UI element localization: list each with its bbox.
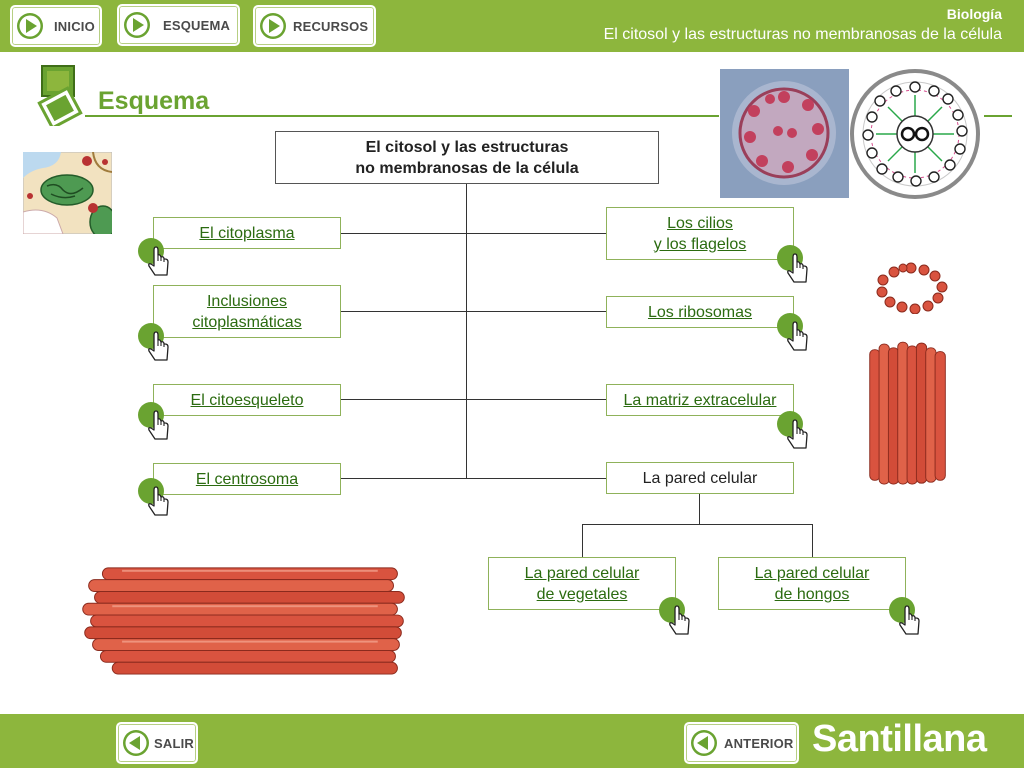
connector-trunk xyxy=(466,183,467,479)
pared-vegetales-line-2: de vegetales xyxy=(536,585,628,603)
microtubule-bundle-image xyxy=(80,560,410,678)
pared-celular-box: La pared celular xyxy=(606,462,794,494)
hand-pointer-icon[interactable] xyxy=(776,411,812,453)
recursos-button[interactable]: RECURSOS xyxy=(253,5,376,47)
pared-hongos-line-1: La pared celular xyxy=(754,564,870,582)
cell-cytoplasm-image xyxy=(23,152,112,234)
title-rule-right xyxy=(984,115,1012,117)
cilios-label-line-2: y los flagelos xyxy=(653,235,747,253)
play-arrow-icon xyxy=(123,11,151,39)
microtubule-vertical-image xyxy=(866,335,950,495)
hand-pointer-icon[interactable] xyxy=(137,402,173,444)
scheme-root-line-2: no membranosas de la célula xyxy=(355,159,579,177)
inicio-button[interactable]: INICIO xyxy=(10,5,102,47)
inicio-label: INICIO xyxy=(54,18,95,34)
citoesqueleto-label: El citoesqueleto xyxy=(190,391,304,409)
cilium-diagram-image xyxy=(850,69,980,199)
connector-pared-stem xyxy=(699,493,700,524)
esquema-label: ESQUEMA xyxy=(163,17,231,33)
subject-name: Biología xyxy=(946,6,1002,22)
play-arrow-icon xyxy=(259,12,287,40)
inclusiones-label-line-2: citoplasmáticas xyxy=(192,313,302,331)
hand-pointer-icon[interactable] xyxy=(137,238,173,280)
citoplasma-link[interactable]: El citoplasma xyxy=(153,217,341,249)
back-arrow-icon xyxy=(690,729,718,757)
anterior-button[interactable]: ANTERIOR xyxy=(684,722,799,764)
pared-hongos-link[interactable]: La pared celular de hongos xyxy=(718,557,906,610)
tubulin-ring-image xyxy=(876,262,948,314)
pared-vegetales-link[interactable]: La pared celular de vegetales xyxy=(488,557,676,610)
centrosoma-label: El centrosoma xyxy=(195,470,299,488)
hand-pointer-icon[interactable] xyxy=(776,245,812,287)
scheme-root-line-1: El citosol y las estructuras xyxy=(365,138,569,156)
hand-pointer-icon[interactable] xyxy=(137,478,173,520)
pared-hongos-line-2: de hongos xyxy=(774,585,850,603)
anterior-label: ANTERIOR xyxy=(724,735,794,751)
unit-title: El citosol y las estructuras no membrano… xyxy=(603,26,1002,43)
page-title: Esquema xyxy=(98,87,210,115)
pared-vegetales-line-1: La pared celular xyxy=(524,564,640,582)
matriz-extracelular-link[interactable]: La matriz extracelular xyxy=(606,384,794,416)
centrosoma-link[interactable]: El centrosoma xyxy=(153,463,341,495)
santillana-logo: Santillana xyxy=(812,718,987,760)
title-rule xyxy=(85,115,719,117)
citoplasma-label: El citoplasma xyxy=(199,224,295,242)
pared-celular-label: La pared celular xyxy=(642,469,758,487)
esquema-button[interactable]: ESQUEMA xyxy=(117,4,240,46)
inclusiones-label-line-1: Inclusiones xyxy=(206,292,288,310)
matriz-label: La matriz extracelular xyxy=(623,391,777,409)
cilios-label-line-1: Los cilios xyxy=(667,214,733,232)
ribosomas-link[interactable]: Los ribosomas xyxy=(606,296,794,328)
subject-header: Biología El citosol y las estructuras no… xyxy=(604,6,1002,44)
ribosomas-label: Los ribosomas xyxy=(647,303,753,321)
connector-pared-right xyxy=(812,524,813,557)
scheme-root-box: El citosol y las estructuras no membrano… xyxy=(275,131,659,184)
hand-pointer-icon[interactable] xyxy=(137,323,173,365)
citoesqueleto-link[interactable]: El citoesqueleto xyxy=(153,384,341,416)
play-arrow-icon xyxy=(16,12,44,40)
connector-pared-left xyxy=(582,524,583,557)
salir-button[interactable]: SALIR xyxy=(116,722,198,764)
connector-row-3 xyxy=(340,399,606,400)
cilios-flagelos-link[interactable]: Los cilios y los flagelos xyxy=(606,207,794,260)
inclusiones-link[interactable]: Inclusiones citoplasmáticas xyxy=(153,285,341,338)
hand-pointer-icon[interactable] xyxy=(888,597,924,639)
connector-pared-bar xyxy=(582,524,812,525)
connector-row-1 xyxy=(340,233,606,234)
scheme-section-icon xyxy=(37,65,83,126)
hand-pointer-icon[interactable] xyxy=(658,597,694,639)
connector-row-2 xyxy=(340,311,606,312)
hand-pointer-icon[interactable] xyxy=(776,313,812,355)
recursos-label: RECURSOS xyxy=(293,18,369,34)
cilium-micrograph-image xyxy=(720,69,849,198)
connector-row-4 xyxy=(340,478,606,479)
salir-label: SALIR xyxy=(154,735,194,751)
back-arrow-icon xyxy=(122,729,150,757)
